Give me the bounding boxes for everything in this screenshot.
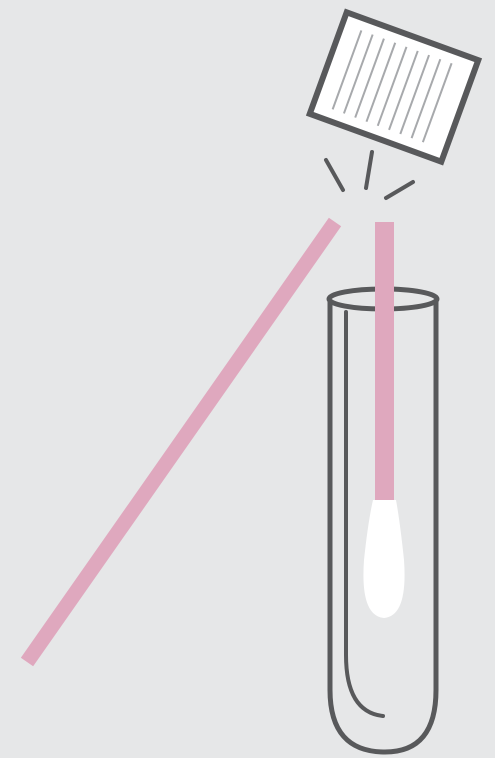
cotton-tip xyxy=(363,500,404,618)
swab-in-tube xyxy=(375,222,394,504)
